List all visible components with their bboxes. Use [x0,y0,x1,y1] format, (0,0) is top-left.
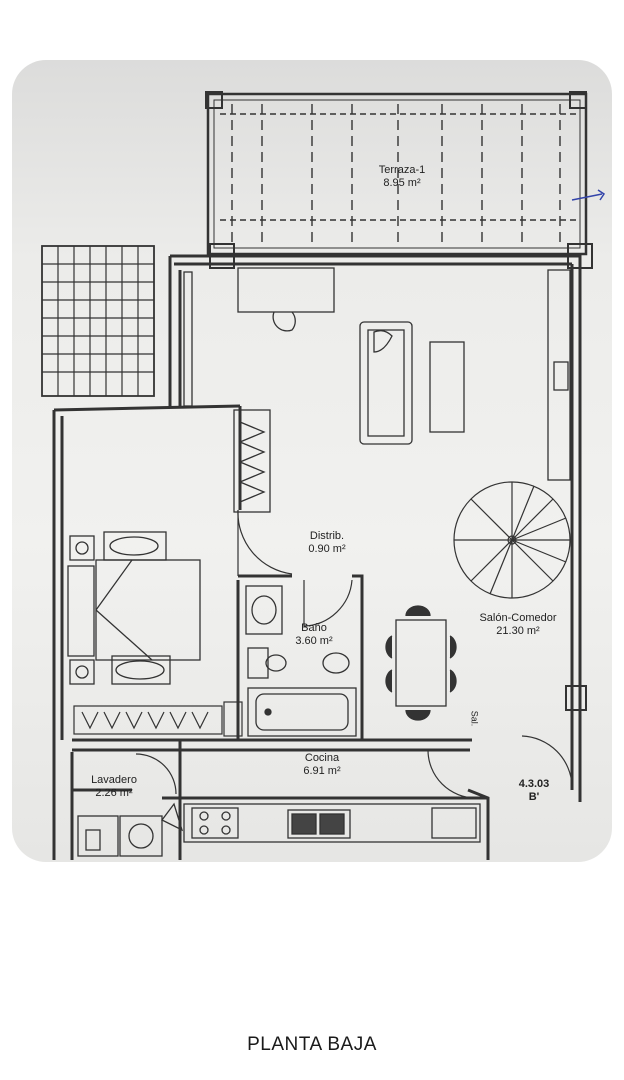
laundry-label: Lavadero 2.26 m² [76,774,152,800]
terrace [205,91,606,269]
kitchen-area: 6.91 m² [303,765,341,777]
living-dining-area: 21.30 m² [496,625,540,637]
wardrobe [233,409,271,513]
roof-tiles [41,245,155,397]
distrib-name: Distrib. [309,530,345,542]
bedroom-furniture [67,531,201,685]
kitchen-name: Cocina [304,752,340,764]
unit-code: 4.3.03 [518,778,550,790]
floor-plan-drawing [41,91,606,860]
spiral-staircase [453,481,571,599]
dining-table [385,605,457,721]
living-dining-label: Salón-Comedor 21.30 m² [468,612,568,638]
living-furniture [183,267,571,481]
walls [52,254,582,860]
column [565,685,587,711]
unit-type: B' [528,791,540,803]
distrib-area: 0.90 m² [308,543,346,555]
laundry-name: Lavadero [91,774,137,786]
side-label: Sal. [469,710,480,727]
terrace-name: Terraza-1 [378,164,426,176]
terrace-area: 8.95 m² [383,177,421,189]
laundry-fixtures [77,802,184,857]
floor-plan-image: Terraza-1 8.95 m² Distrib. 0.90 m² Baño … [12,60,612,862]
caption: PLANTA BAJA [247,1034,377,1055]
terrace-label: Terraza-1 8.95 m² [354,164,450,190]
kitchen-counter [183,803,481,843]
bathroom-label: Baño 3.60 m² [274,622,354,648]
distrib-label: Distrib. 0.90 m² [282,530,372,556]
living-dining-name: Salón-Comedor [479,612,557,624]
bathroom-area: 3.60 m² [295,635,333,647]
unit-label: 4.3.03 B' [502,778,566,804]
bathroom-name: Baño [301,622,327,634]
doors [135,509,573,799]
laundry-area: 2.26 m² [95,787,133,799]
closet [73,701,243,737]
bathroom-fixtures [245,585,357,737]
kitchen-label: Cocina 6.91 m² [282,752,362,778]
